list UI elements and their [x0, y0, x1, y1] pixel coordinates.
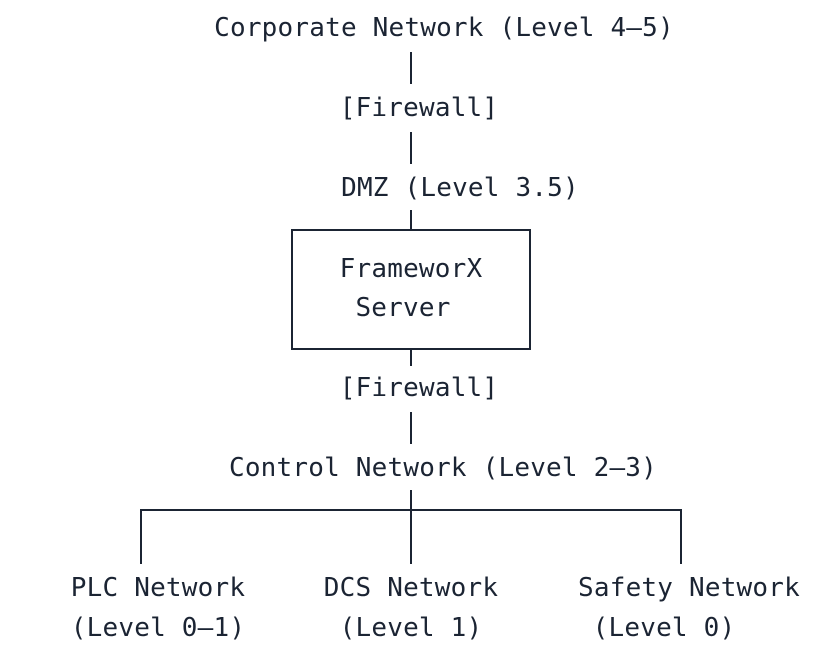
connector-dmz-server [410, 210, 412, 230]
safety-network-label: Safety Network [578, 573, 800, 603]
connector-server-firewall [410, 350, 412, 366]
connector-firewall-dmz [410, 132, 412, 164]
plc-level-label: (Level 0–1) [70, 613, 246, 643]
dmz-label: DMZ (Level 3.5) [341, 173, 579, 203]
corporate-network-label: Corporate Network (Level 4–5) [214, 13, 674, 43]
connector-corporate-firewall [410, 52, 412, 84]
dcs-network-label: DCS Network [323, 573, 499, 603]
safety-level-label: (Level 0) [592, 613, 736, 643]
server-label-line1: FrameworX [339, 254, 483, 284]
connector-branch-safety [680, 509, 682, 564]
firewall-top-label: [Firewall] [339, 93, 499, 123]
branch-horizontal-line [140, 509, 682, 511]
firewall-bottom-label: [Firewall] [339, 373, 499, 403]
connector-firewall-control [410, 412, 412, 444]
server-label-line2: Server [355, 293, 451, 323]
connector-control-branch [410, 490, 412, 564]
connector-branch-plc [140, 509, 142, 564]
control-network-label: Control Network (Level 2–3) [228, 453, 658, 483]
frameworx-server-box [291, 229, 531, 350]
plc-network-label: PLC Network [70, 573, 246, 603]
dcs-level-label: (Level 1) [339, 613, 483, 643]
